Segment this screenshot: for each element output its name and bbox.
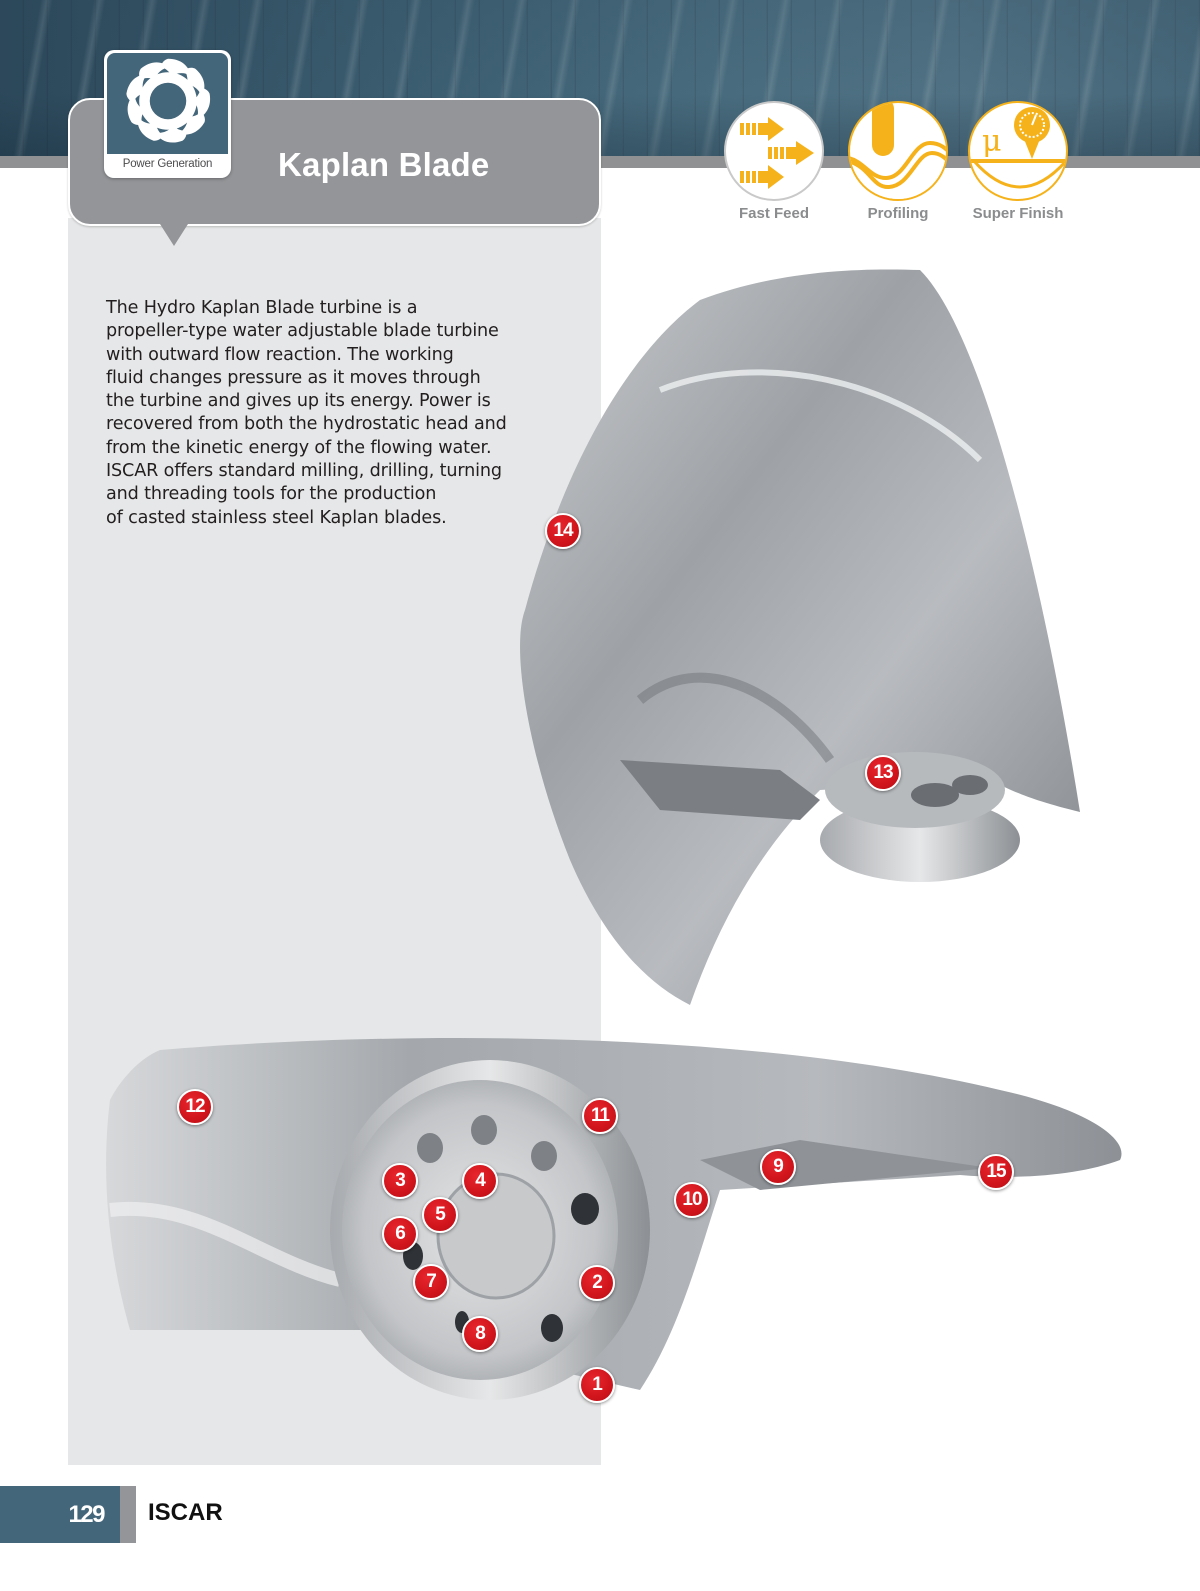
feature-icons: Fast Feed Profiling μ xyxy=(722,101,1082,231)
svg-text:μ: μ xyxy=(982,124,1002,159)
feature-fast-feed: Fast Feed xyxy=(722,101,826,222)
feature-label: Profiling xyxy=(867,205,929,222)
callout-marker-10: 10 xyxy=(674,1182,710,1218)
callout-marker-12: 12 xyxy=(177,1089,213,1125)
callout-marker-15: 15 xyxy=(978,1154,1014,1190)
callout-marker-2: 2 xyxy=(579,1265,615,1301)
callout-marker-5: 5 xyxy=(422,1197,458,1233)
upper-blade-image xyxy=(520,269,1080,1005)
feature-super-finish: μ Super Finish xyxy=(966,101,1070,222)
category-label: Power Generation xyxy=(122,158,213,170)
footer-accent-bar xyxy=(120,1486,136,1543)
title-bubble-pointer xyxy=(160,224,188,246)
feature-label: Fast Feed xyxy=(738,205,810,222)
category-badge: Power Generation xyxy=(104,50,231,178)
footer-brand: ISCAR xyxy=(148,1499,223,1526)
intro-paragraph: The Hydro Kaplan Blade turbine is a prop… xyxy=(106,298,507,528)
callout-marker-1: 1 xyxy=(579,1367,615,1403)
callout-marker-14: 14 xyxy=(545,513,581,549)
callout-marker-6: 6 xyxy=(382,1216,418,1252)
callout-marker-3: 3 xyxy=(382,1163,418,1199)
callout-marker-4: 4 xyxy=(462,1163,498,1199)
feature-profiling: Profiling xyxy=(846,101,950,222)
feature-label: Super Finish xyxy=(972,205,1064,222)
callout-marker-13: 13 xyxy=(865,755,901,791)
turbine-wheel-icon xyxy=(119,53,216,154)
page-title: Kaplan Blade xyxy=(278,146,490,183)
page-number: 129 xyxy=(0,1486,120,1543)
callout-marker-8: 8 xyxy=(462,1316,498,1352)
callout-marker-11: 11 xyxy=(582,1098,618,1134)
callout-marker-9: 9 xyxy=(760,1149,796,1185)
callout-marker-7: 7 xyxy=(413,1264,449,1300)
